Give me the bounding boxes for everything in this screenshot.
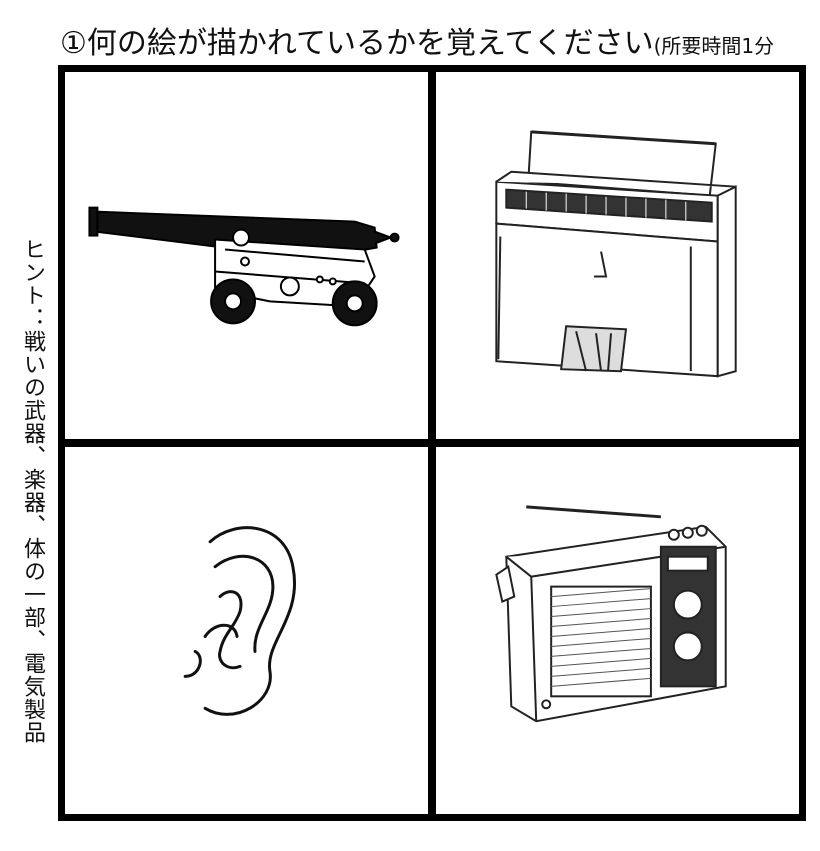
ear-icon (183, 526, 296, 716)
cell-cannon (65, 72, 428, 439)
page-title: ①何の絵が描かれているかを覚えてください(所要時間1分 (60, 18, 820, 68)
cell-ear (65, 447, 428, 814)
hint-text: ヒント：戦いの武器、楽器、体の一部、電気製品 (20, 238, 45, 744)
cannon-icon (88, 206, 400, 327)
piano-icon (495, 130, 737, 378)
radio-icon (495, 505, 727, 723)
cell-piano (436, 72, 799, 439)
title-time-note: (所要時間1分 (653, 34, 775, 58)
cell-radio (436, 447, 799, 814)
picture-grid (58, 65, 806, 821)
title-main-text: ①何の絵が描かれているかを覚えてください (60, 26, 654, 61)
